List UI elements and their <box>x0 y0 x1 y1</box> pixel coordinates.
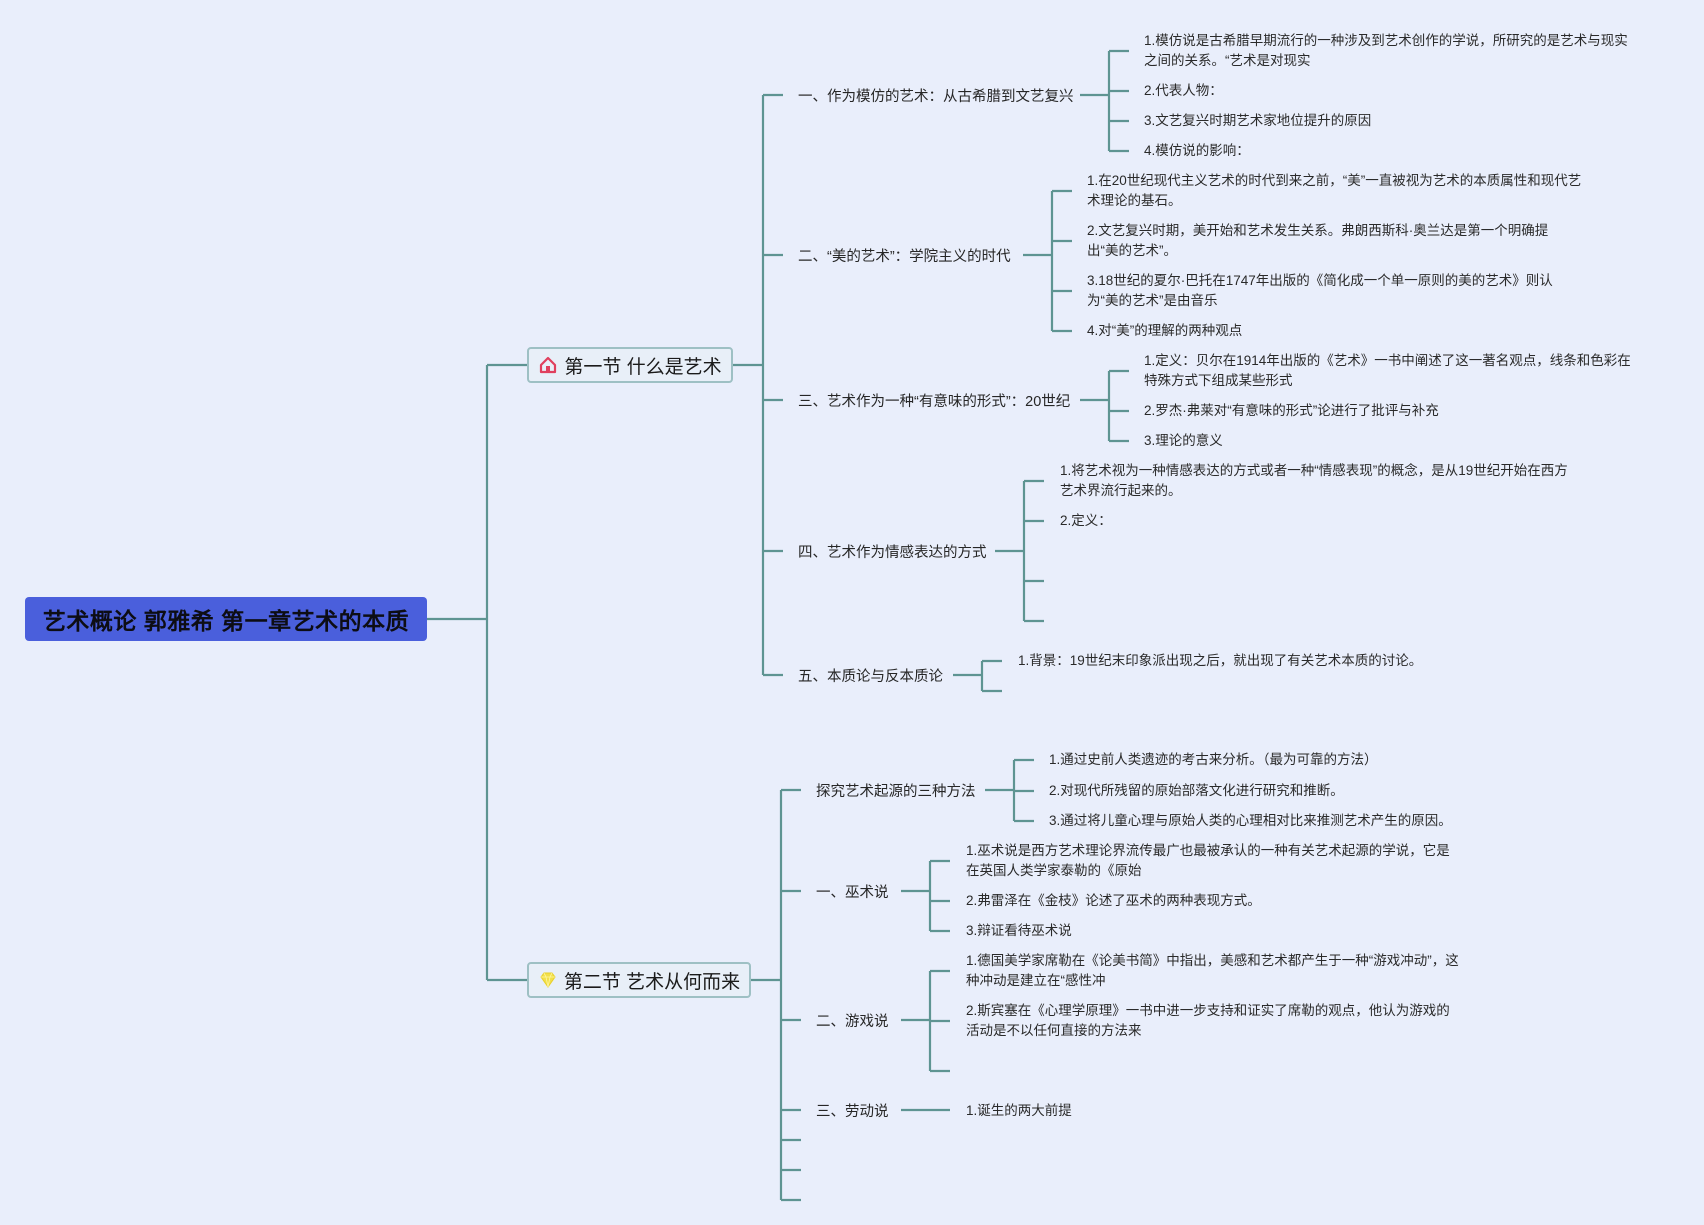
leaf-item[interactable]: 4.对“美”的理解的两种观点 <box>1087 323 1243 338</box>
leaf-item[interactable]: 3.理论的意义 <box>1144 433 1223 448</box>
leaf-item[interactable]: 3.通过将儿童心理与原始人类的心理相对比来推测艺术产生的原因。 <box>1049 813 1452 828</box>
leaf-item[interactable]: 1.背景：19世纪末印象派出现之后，就出现了有关艺术本质的讨论。 <box>1018 653 1423 668</box>
topic-label: 四、艺术作为情感表达的方式 <box>798 545 987 561</box>
leaf-item[interactable]: 1.诞生的两大前提 <box>966 1103 1072 1118</box>
topic-significant-form[interactable]: 三、艺术作为一种“有意味的形式”：20世纪 <box>798 390 1070 411</box>
topic-label: 二、游戏说 <box>816 1014 889 1030</box>
leaf-item[interactable]: 2.定义： <box>1060 513 1112 528</box>
topic-beautiful-art[interactable]: 二、“美的艺术”：学院主义的时代 <box>798 245 1011 266</box>
section-where-art-comes-from[interactable]: 第二节 艺术从何而来 <box>527 962 751 998</box>
topic-label: 探究艺术起源的三种方法 <box>816 784 976 800</box>
leaf-item[interactable]: 4.模仿说的影响： <box>1144 143 1250 158</box>
topic-label: 二、“美的艺术”：学院主义的时代 <box>798 249 1011 265</box>
root-topic-label: 艺术概论 郭雅希 第一章艺术的本质 <box>42 608 410 634</box>
topic-label: 五、本质论与反本质论 <box>798 669 943 685</box>
leaf-item[interactable]: 1.巫术说是西方艺术理论界流传最广也最被承认的一种有关艺术起源的学说，它是在英国… <box>966 843 1450 878</box>
leaf-item[interactable]: 1.德国美学家席勒在《论美书简》中指出，美感和艺术都产生于一种“游戏冲动”，这种… <box>966 953 1459 988</box>
home-icon <box>540 356 557 374</box>
topic-label: 三、劳动说 <box>816 1104 889 1120</box>
leaf-item[interactable]: 2.代表人物： <box>1144 83 1223 98</box>
topic-imitation[interactable]: 一、作为模仿的艺术：从古希腊到文艺复兴 <box>798 85 1074 106</box>
topic-labor-theory[interactable]: 三、劳动说 <box>816 1100 889 1121</box>
topic-label: 一、作为模仿的艺术：从古希腊到文艺复兴 <box>798 89 1074 105</box>
leaf-item[interactable]: 1.模仿说是古希腊早期流行的一种涉及到艺术创作的学说，所研究的是艺术与现实之间的… <box>1144 33 1628 68</box>
leaf-item[interactable]: 1.定义：贝尔在1914年出版的《艺术》一书中阐述了这一著名观点，线条和色彩在特… <box>1144 353 1631 388</box>
topic-label: 一、巫术说 <box>816 885 889 901</box>
topic-emotional-expression[interactable]: 四、艺术作为情感表达的方式 <box>798 541 987 562</box>
leaf-item[interactable]: 1.通过史前人类遗迹的考古来分析。（最为可靠的方法） <box>1049 752 1378 767</box>
topic-essentialism[interactable]: 五、本质论与反本质论 <box>798 665 943 686</box>
leaf-item[interactable]: 2.对现代所残留的原始部落文化进行研究和推断。 <box>1049 783 1344 798</box>
root-topic[interactable]: 艺术概论 郭雅希 第一章艺术的本质 <box>25 597 427 641</box>
section-what-is-art[interactable]: 第一节 什么是艺术 <box>527 347 733 383</box>
topic-three-methods[interactable]: 探究艺术起源的三种方法 <box>816 780 976 801</box>
topic-label: 三、艺术作为一种“有意味的形式”：20世纪 <box>798 394 1071 410</box>
topic-magic-theory[interactable]: 一、巫术说 <box>816 881 889 902</box>
leaf-item[interactable]: 3.18世纪的夏尔·巴托在1747年出版的《简化成一个单一原则的美的艺术》则认为… <box>1087 273 1553 308</box>
leaf-item[interactable]: 1.在20世纪现代主义艺术的时代到来之前，“美”一直被视为艺术的本质属性和现代艺… <box>1087 173 1582 208</box>
diamond-icon <box>540 972 556 988</box>
section-label: 第一节 什么是艺术 <box>564 356 722 378</box>
section-label: 第二节 艺术从何而来 <box>563 971 741 993</box>
leaf-item[interactable]: 2.弗雷泽在《金枝》论述了巫术的两种表现方式。 <box>966 893 1261 908</box>
topic-play-theory[interactable]: 二、游戏说 <box>816 1010 889 1031</box>
leaf-item[interactable]: 1.将艺术视为一种情感表达的方式或者一种“情感表现”的概念，是从19世纪开始在西… <box>1060 463 1568 498</box>
leaf-item[interactable]: 2.斯宾塞在《心理学原理》一书中进一步支持和证实了席勒的观点，他认为游戏的活动是… <box>966 1003 1450 1038</box>
leaf-item[interactable]: 3.辩证看待巫术说 <box>966 923 1072 938</box>
leaf-item[interactable]: 2.罗杰·弗莱对“有意味的形式”论进行了批评与补充 <box>1144 403 1439 418</box>
leaf-item[interactable]: 3.文艺复兴时期艺术家地位提升的原因 <box>1144 113 1372 128</box>
leaf-item[interactable]: 2.文艺复兴时期，美开始和艺术发生关系。弗朗西斯科·奥兰达是第一个明确提出“美的… <box>1087 223 1549 258</box>
